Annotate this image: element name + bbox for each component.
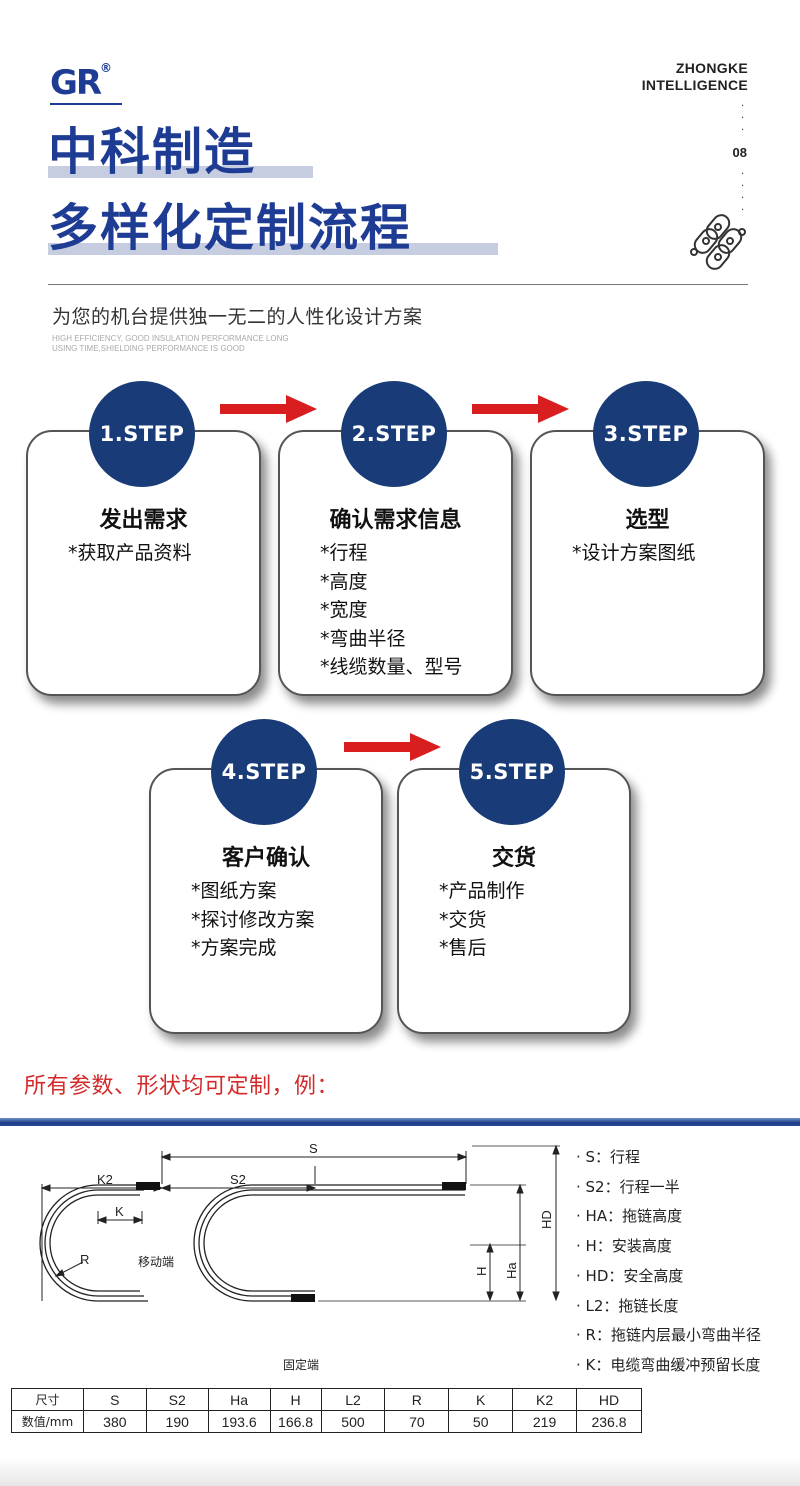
list-item: *线缆数量、型号 <box>320 656 463 678</box>
list-item: *探讨修改方案 <box>191 908 315 931</box>
section-divider <box>0 1118 800 1126</box>
list-item: *产品制作 <box>439 880 525 902</box>
list-item: *宽度 <box>320 599 368 621</box>
table-cell: 尺寸 <box>11 1388 84 1411</box>
title-highlight <box>48 243 498 255</box>
arrow-right-icon <box>472 395 569 423</box>
list-item: · HA：拖链高度 <box>576 1207 683 1226</box>
table-cell: 166.8 <box>269 1410 322 1433</box>
table-cell: R <box>384 1388 450 1411</box>
list-item: *设计方案图纸 <box>572 542 696 564</box>
table-cell: 236.8 <box>576 1410 642 1433</box>
step-badge-4: 4.STEP <box>211 719 317 825</box>
title-highlight <box>48 166 313 178</box>
list-item: *弯曲半径 <box>320 627 406 650</box>
registered-mark: ® <box>100 61 112 75</box>
label-s2: S2 <box>230 1172 246 1187</box>
step-title: 发出需求 <box>99 508 188 533</box>
step-title: 确认需求信息 <box>329 508 462 533</box>
fixed-end-label: 固定端 <box>283 1357 319 1372</box>
list-item: · HD：安全高度 <box>576 1266 684 1285</box>
table-cell: K2 <box>512 1388 578 1411</box>
subtitle: 为您的机台提供独一无二的人性化设计方案 <box>52 306 423 328</box>
fixed-end-block <box>291 1294 315 1302</box>
list-item: · S：行程 <box>576 1148 641 1166</box>
step-title: 交货 <box>491 846 536 871</box>
table-cell: K <box>448 1388 514 1411</box>
table-cell: H <box>269 1388 322 1411</box>
table-cell: 70 <box>384 1410 450 1433</box>
table-cell: Ha <box>207 1388 271 1411</box>
table-cell: 500 <box>320 1410 386 1433</box>
table-cell: HD <box>576 1388 642 1411</box>
list-item: *图纸方案 <box>191 880 277 902</box>
list-item: · H：安装高度 <box>576 1237 672 1256</box>
list-item: *获取产品资料 <box>68 542 192 564</box>
moving-end-block <box>136 1182 160 1190</box>
label-hd: HD <box>539 1210 554 1229</box>
table-row: 数值/mm 380 190 193.6 166.8 500 70 50 219 … <box>11 1410 642 1433</box>
header-divider <box>48 284 748 285</box>
table-cell: S <box>82 1388 147 1411</box>
step-badge-3: 3.STEP <box>593 381 699 487</box>
table-cell: S2 <box>145 1388 209 1411</box>
drag-chain-diagram: K2 S S2 K R H Ha HD 移动端 固定端 <box>39 1141 560 1372</box>
table-cell: 数值/mm <box>11 1410 84 1433</box>
label-h: H <box>474 1267 489 1276</box>
chain-icon <box>690 214 746 270</box>
list-item: *交货 <box>439 908 487 931</box>
arrow-right-icon <box>344 733 441 761</box>
label-k2: K2 <box>97 1172 113 1187</box>
step-badge-1: 1.STEP <box>89 381 195 487</box>
list-item: · S2：行程一半 <box>576 1177 680 1196</box>
logo-mark: GR <box>50 63 102 103</box>
brand-logo: GR ® <box>50 61 126 105</box>
logo-underline <box>50 103 122 105</box>
table-cell: L2 <box>320 1388 386 1411</box>
step-badge-5: 5.STEP <box>459 719 565 825</box>
table-row: 尺寸 S S2 Ha H L2 R K K2 HD <box>11 1388 642 1411</box>
table-cell: 190 <box>145 1410 209 1433</box>
list-item: · K：电缆弯曲缓冲预留长度 <box>576 1355 761 1374</box>
parameter-legend: · S：行程 · S2：行程一半 · HA：拖链高度 · H：安装高度 · HD… <box>576 1143 761 1381</box>
table-cell: 380 <box>82 1410 147 1433</box>
list-item: *方案完成 <box>191 937 277 959</box>
page-title-line-2: 多样化定制流程 <box>48 199 412 257</box>
brand-name: ZHONGKE INTELLIGENCE <box>642 60 748 94</box>
list-item: · R：拖链内层最小弯曲半径 <box>576 1326 761 1345</box>
brand-line-2: INTELLIGENCE <box>641 77 748 93</box>
page-title-line-1: 中科制造 <box>48 123 256 181</box>
arrow-right-icon <box>220 395 317 423</box>
brand-line-1: ZHONGKE <box>675 60 748 76</box>
subtitle-english: HIGH EFFICIENCY, GOOD INSULATION PERFORM… <box>52 334 289 353</box>
step-items: *设计方案图纸 <box>572 539 696 568</box>
step-title: 客户确认 <box>221 846 310 871</box>
step-items: *产品制作 *交货 *售后 <box>439 877 525 963</box>
label-k: K <box>115 1204 124 1219</box>
table-cell: 50 <box>448 1410 514 1433</box>
step-items: *图纸方案 *探讨修改方案 *方案完成 <box>191 877 315 963</box>
list-item: *行程 <box>320 542 368 564</box>
moving-end-label: 移动端 <box>138 1255 174 1269</box>
step-title: 选型 <box>625 508 670 533</box>
label-ha: Ha <box>504 1262 519 1279</box>
list-item: *售后 <box>439 937 487 959</box>
step-badge-2: 2.STEP <box>341 381 447 487</box>
label-s: S <box>309 1141 318 1156</box>
parameter-table: 尺寸 S S2 Ha H L2 R K K2 HD 数值/mm 380 190 … <box>11 1388 642 1433</box>
step-items: *行程 *高度 *宽度 *弯曲半径 *线缆数量、型号 <box>320 539 463 682</box>
page-number: 08 <box>732 145 747 160</box>
chain-end-block <box>442 1182 466 1190</box>
table-cell: 193.6 <box>207 1410 271 1433</box>
params-note: 所有参数、形状均可定制，例： <box>24 1074 340 1099</box>
bottom-fade <box>0 1458 800 1486</box>
dot-decoration: ... <box>741 98 745 133</box>
list-item: *高度 <box>320 570 368 593</box>
step-items: *获取产品资料 <box>68 539 192 568</box>
table-cell: 219 <box>512 1410 578 1433</box>
label-r: R <box>80 1252 89 1267</box>
dot-decoration: .... <box>741 166 745 213</box>
list-item: · L2：拖链长度 <box>576 1296 679 1315</box>
